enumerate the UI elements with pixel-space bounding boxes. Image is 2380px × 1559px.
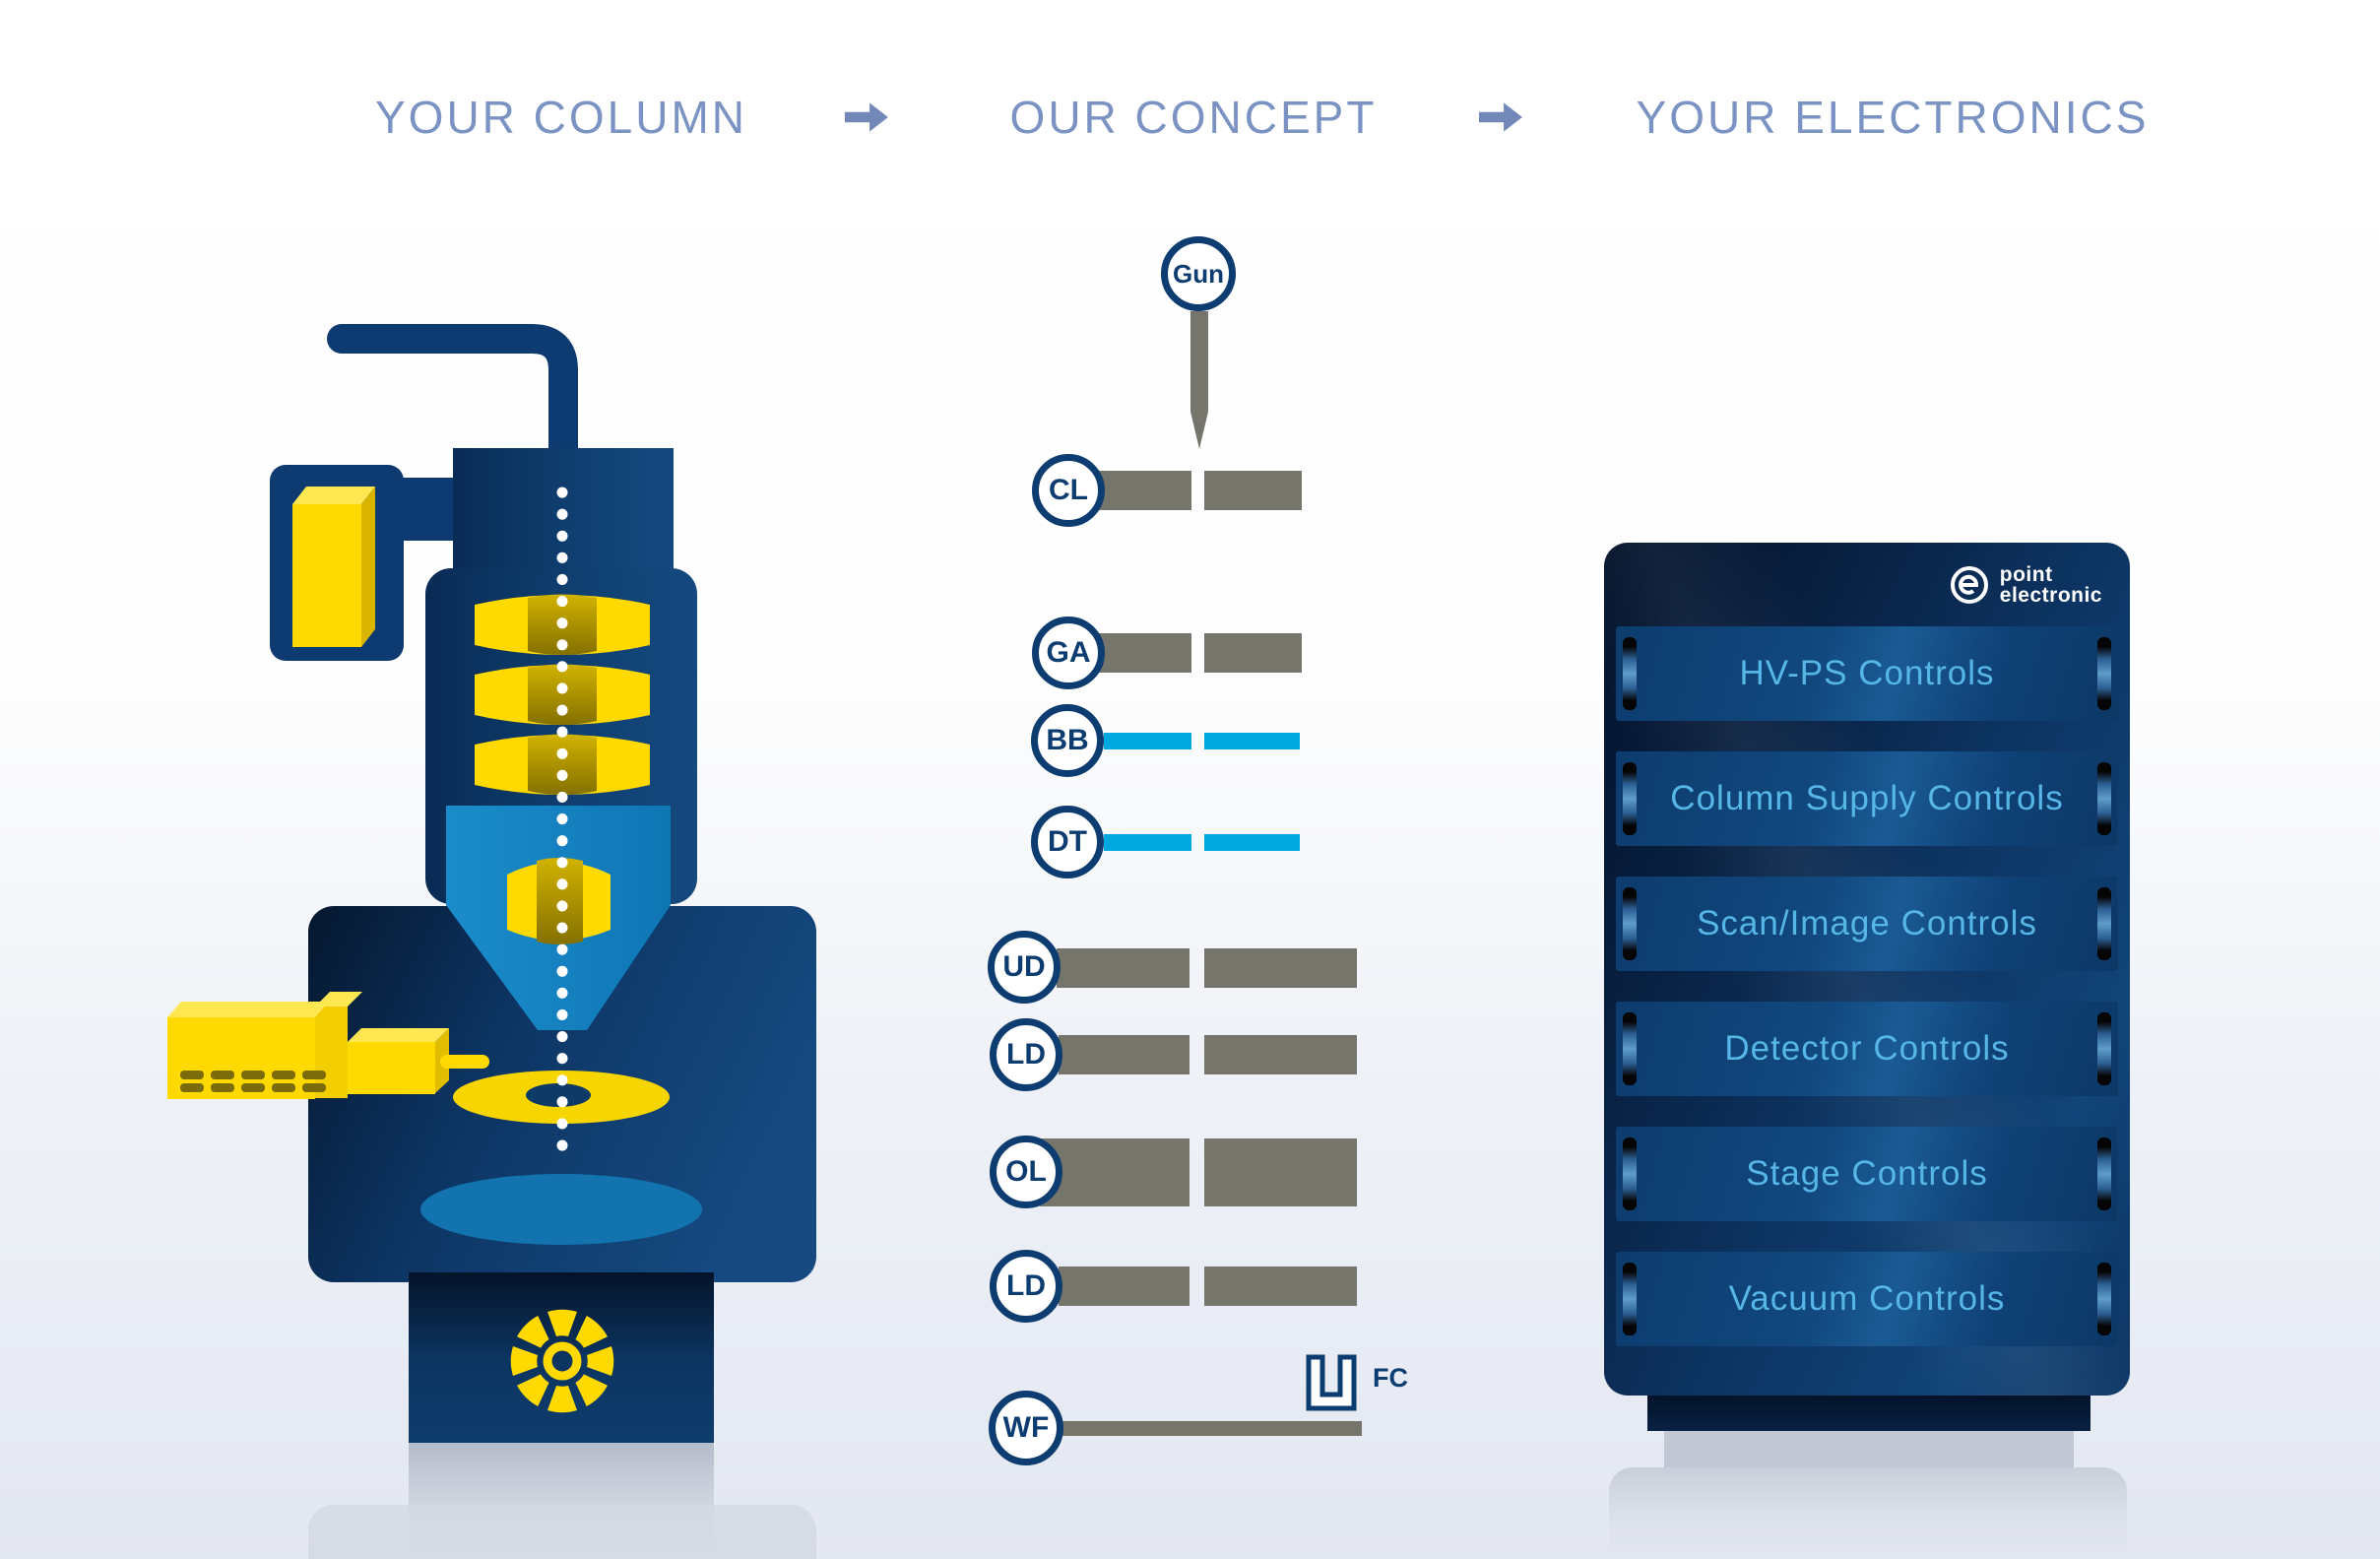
- module-label: Column Supply Controls: [1670, 779, 2064, 817]
- node-gun: Gun: [1161, 236, 1236, 311]
- turbo-pump-fan-icon: [510, 1309, 614, 1413]
- node-ud-label: UD: [1002, 950, 1046, 983]
- ol-bar-left: [1040, 1138, 1190, 1206]
- module-handle-left: [1623, 762, 1637, 835]
- node-bb-label: BB: [1046, 724, 1089, 756]
- ld-bar-left: [1059, 1035, 1190, 1074]
- node-wf: WF: [989, 1391, 1063, 1465]
- module-column-supply-controls: Column Supply Controls: [1616, 751, 2118, 846]
- brand-line1: point: [1999, 563, 2053, 586]
- header-step-your-column: YOUR COLUMN: [374, 92, 748, 143]
- cl-bar-right: [1204, 471, 1302, 510]
- arrow-right-icon: [1479, 102, 1522, 132]
- wf-bar: [1061, 1421, 1362, 1436]
- cl-bar-left: [1096, 471, 1191, 510]
- node-ud: UD: [988, 931, 1061, 1004]
- module-handle-right: [2097, 762, 2111, 835]
- node-ga: GA: [1032, 617, 1105, 689]
- module-handle-right: [2097, 637, 2111, 710]
- gas-pipe: [327, 324, 578, 478]
- node-ol: OL: [990, 1136, 1062, 1208]
- node-ol-label: OL: [1005, 1155, 1047, 1188]
- module-handle-left: [1623, 1263, 1637, 1335]
- brand-text: point electronic: [2000, 564, 2102, 606]
- brand-line2: electronic: [1999, 584, 2102, 607]
- faraday-cup-label: FC: [1373, 1363, 1408, 1393]
- ud-bar-left: [1057, 948, 1190, 988]
- detector-assembly: [167, 992, 489, 1099]
- faraday-cup-icon: [1306, 1354, 1357, 1411]
- bb-bar-left: [1104, 733, 1191, 749]
- objective-lens: [507, 858, 611, 944]
- ga-bar-left: [1096, 633, 1191, 673]
- node-cl: CL: [1032, 454, 1105, 527]
- dt-bar-left: [1104, 834, 1191, 851]
- side-accessory-box: [292, 487, 375, 647]
- module-label: Vacuum Controls: [1728, 1279, 2006, 1318]
- module-handle-left: [1623, 1012, 1637, 1085]
- module-label: HV-PS Controls: [1739, 654, 1995, 692]
- header-step-our-concept: OUR CONCEPT: [1009, 92, 1378, 143]
- arrow-right-icon: [845, 102, 888, 132]
- bb-bar-right: [1204, 733, 1300, 749]
- module-handle-left: [1623, 637, 1637, 710]
- ld2-bar-left: [1059, 1267, 1190, 1306]
- node-ld2-label: LD: [1006, 1269, 1046, 1302]
- module-label: Detector Controls: [1724, 1029, 2010, 1068]
- node-gun-label: Gun: [1173, 258, 1224, 289]
- point-electronic-logo-icon: [1950, 566, 1988, 604]
- ga-bar-right: [1204, 633, 1302, 673]
- side-port-arm: [397, 478, 458, 541]
- dt-bar-right: [1204, 834, 1300, 851]
- node-bb: BB: [1031, 704, 1104, 777]
- module-handle-right: [2097, 887, 2111, 960]
- ld2-bar-right: [1204, 1267, 1357, 1306]
- module-hv-ps-controls: HV-PS Controls: [1616, 626, 2118, 721]
- node-cl-label: CL: [1049, 474, 1088, 506]
- module-vacuum-controls: Vacuum Controls: [1616, 1252, 2118, 1346]
- module-scan-image-controls: Scan/Image Controls: [1616, 877, 2118, 971]
- module-label: Scan/Image Controls: [1697, 904, 2037, 942]
- module-handle-left: [1623, 1137, 1637, 1210]
- module-handle-right: [2097, 1012, 2111, 1085]
- module-handle-right: [2097, 1263, 2111, 1335]
- ud-bar-right: [1204, 948, 1357, 988]
- detector-vents: [180, 1071, 326, 1092]
- gun-tip: [1190, 311, 1208, 449]
- module-stage-controls: Stage Controls: [1616, 1127, 2118, 1221]
- rack-pedestal: [1647, 1396, 2091, 1431]
- node-dt: DT: [1031, 806, 1104, 878]
- node-wf-label: WF: [1002, 1411, 1050, 1444]
- ld-bar-right: [1204, 1035, 1357, 1074]
- module-handle-right: [2097, 1137, 2111, 1210]
- header-step-your-electronics: YOUR ELECTRONICS: [1636, 92, 2150, 143]
- node-ld: LD: [990, 1018, 1062, 1091]
- stage-plate: [420, 1174, 702, 1245]
- electronics-rack: point electronic HV-PS Controls Column S…: [1604, 543, 2130, 1396]
- brand-logo: point electronic: [1949, 564, 2102, 606]
- ol-bar-right: [1204, 1138, 1357, 1206]
- node-ld-label: LD: [1006, 1038, 1046, 1071]
- column-pedestal: [409, 1272, 714, 1443]
- module-handle-left: [1623, 887, 1637, 960]
- condenser-lenses: [475, 594, 650, 795]
- module-detector-controls: Detector Controls: [1616, 1002, 2118, 1096]
- node-ld2: LD: [990, 1250, 1062, 1323]
- node-ga-label: GA: [1046, 636, 1091, 669]
- node-dt-label: DT: [1048, 825, 1087, 858]
- module-label: Stage Controls: [1746, 1154, 1988, 1193]
